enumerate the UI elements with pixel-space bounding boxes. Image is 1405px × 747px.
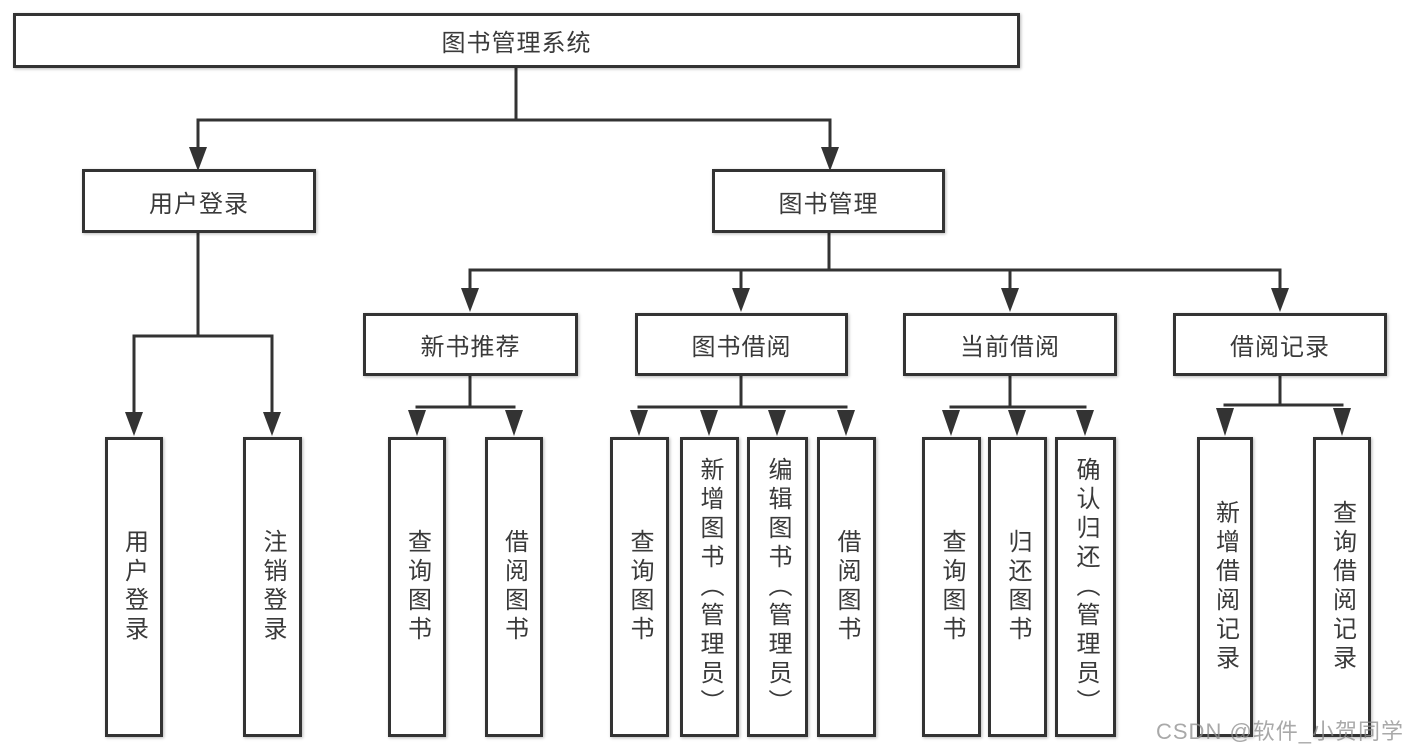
leaf-add-book-admin: 新增图书（管理员） xyxy=(680,437,739,737)
leaf-query-book-1: 查询图书 xyxy=(388,437,446,737)
leaf-confirm-return-admin: 确认归还（管理员） xyxy=(1055,437,1116,737)
leaf-query-borrow-record: 查询借阅记录 xyxy=(1313,437,1371,737)
node-borrow-record: 借阅记录 xyxy=(1173,313,1387,376)
connector-root-to-level2 xyxy=(196,68,832,150)
watermark: CSDN @软件_小贺同学 xyxy=(1156,719,1405,744)
node-book-borrow: 图书借阅 xyxy=(635,313,848,376)
leaf-add-borrow-record: 新增借阅记录 xyxy=(1197,437,1253,737)
leaf-borrow-book-2: 借阅图书 xyxy=(817,437,876,737)
leaf-return-book: 归还图书 xyxy=(988,437,1047,737)
leaf-user-login: 用户登录 xyxy=(105,437,163,737)
leaf-borrow-book-1: 借阅图书 xyxy=(485,437,543,737)
node-user-login: 用户登录 xyxy=(82,169,316,233)
connector-level3-to-leaves xyxy=(415,374,1344,409)
node-new-book-recommend: 新书推荐 xyxy=(363,313,578,376)
node-root: 图书管理系统 xyxy=(13,13,1020,68)
connector-user-login-branch xyxy=(132,233,274,415)
leaf-edit-book-admin: 编辑图书（管理员） xyxy=(747,437,808,737)
leaf-logout: 注销登录 xyxy=(243,437,302,737)
connector-book-mgmt-to-level3 xyxy=(468,233,1282,292)
leaf-query-book-2: 查询图书 xyxy=(610,437,669,737)
leaf-query-book-3: 查询图书 xyxy=(922,437,981,737)
node-book-management: 图书管理 xyxy=(712,169,945,233)
node-current-borrow: 当前借阅 xyxy=(903,313,1117,376)
